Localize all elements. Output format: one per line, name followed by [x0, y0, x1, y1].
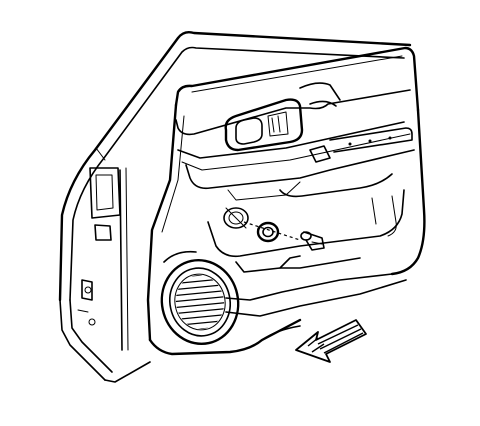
door-lock-knob	[223, 207, 249, 229]
door-frame	[58, 30, 412, 383]
speaker-grille	[160, 250, 240, 346]
door-trim-panel	[146, 46, 426, 356]
inside-handle-bezel	[224, 98, 304, 152]
direction-arrow	[295, 319, 367, 363]
retaining-screw	[243, 221, 325, 251]
armrest	[309, 127, 413, 163]
fastener-cap	[256, 221, 280, 243]
